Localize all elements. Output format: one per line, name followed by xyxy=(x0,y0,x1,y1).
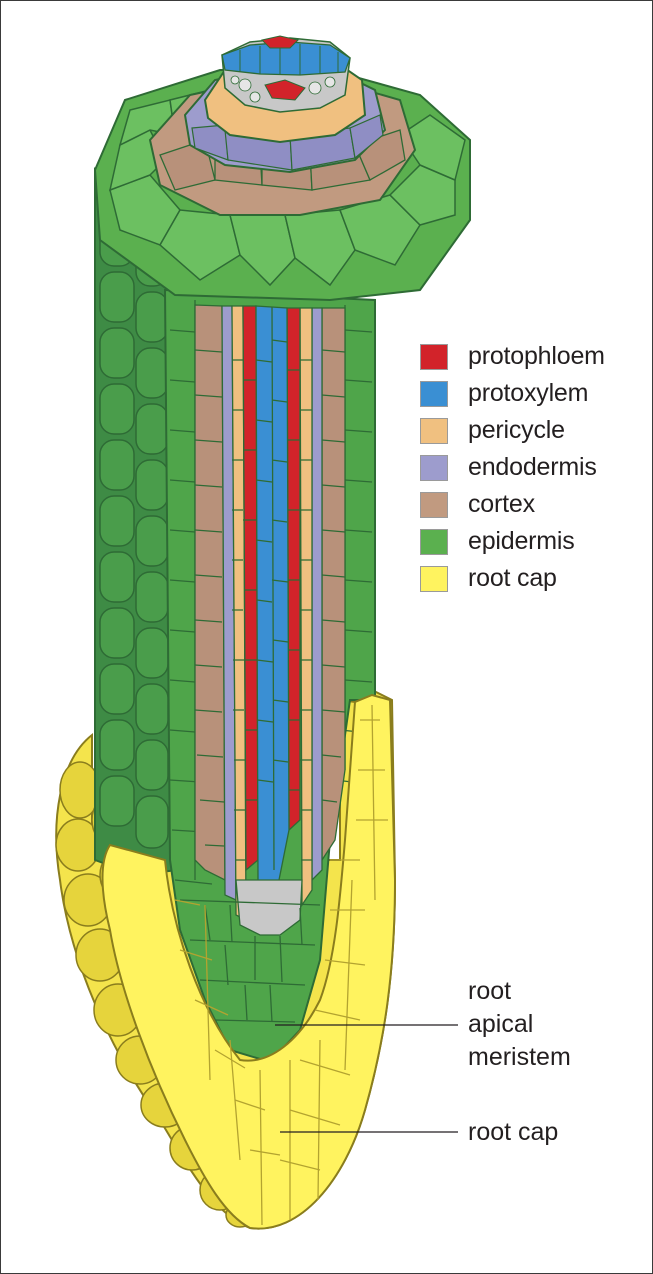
legend-swatch xyxy=(420,491,448,518)
cross-section-top xyxy=(93,35,471,302)
root-cap-front xyxy=(101,693,397,1230)
section-pericycle xyxy=(231,305,313,922)
callout-root-apical-meristem: root apical meristem xyxy=(468,975,571,1074)
callout-root-cap: root cap xyxy=(468,1116,558,1149)
section-immature-cells xyxy=(235,879,303,936)
callout-meristem-line-1: root xyxy=(468,977,512,1005)
legend-swatch xyxy=(420,380,448,407)
legend-item: endodermis xyxy=(420,449,605,486)
legend-item: epidermis xyxy=(420,523,605,560)
legend-item: root cap xyxy=(420,560,605,597)
legend-label: protophloem xyxy=(468,342,605,370)
legend-label: endodermis xyxy=(468,453,597,481)
legend-swatch xyxy=(420,528,448,555)
legend-item: protoxylem xyxy=(420,375,605,412)
section-protoxylem xyxy=(255,305,290,902)
legend-label: root cap xyxy=(468,564,557,592)
legend-item: pericycle xyxy=(420,412,605,449)
legend-item: cortex xyxy=(420,486,605,523)
callout-meristem-line-2: apical xyxy=(468,1010,534,1038)
callout-meristem-line-3: meristem xyxy=(468,1043,571,1071)
legend-label: cortex xyxy=(468,490,535,518)
legend-label: protoxylem xyxy=(468,379,589,407)
section-protophloem xyxy=(242,305,301,872)
legend-item: protophloem xyxy=(420,338,605,375)
legend-label: pericycle xyxy=(468,416,565,444)
section-meristem xyxy=(179,899,321,1023)
legend-swatch xyxy=(420,565,448,592)
legend-swatch xyxy=(420,454,448,481)
section-cortex xyxy=(194,304,346,882)
legend-swatch xyxy=(420,343,448,370)
legend: protophloem protoxylem pericycle endodermis… xyxy=(420,338,605,597)
callout-rootcap-line-1: root cap xyxy=(468,1118,559,1146)
legend-swatch xyxy=(420,417,448,444)
legend-label: epidermis xyxy=(468,527,575,555)
